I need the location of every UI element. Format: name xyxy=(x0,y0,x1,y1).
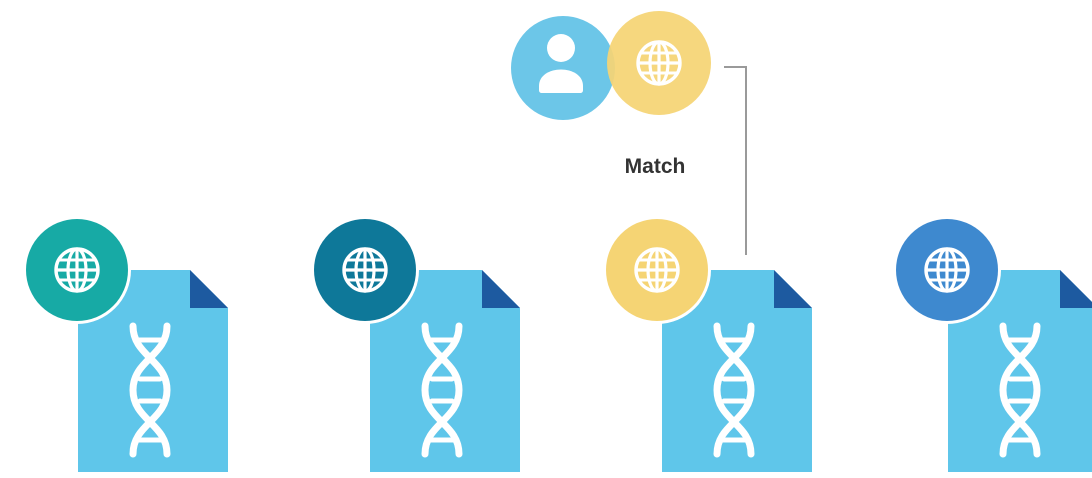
document-3-match xyxy=(603,216,812,472)
match-label: Match xyxy=(625,155,686,178)
document-4 xyxy=(893,216,1092,472)
document-1 xyxy=(23,216,228,472)
globe-icon xyxy=(607,11,711,115)
globe-icon xyxy=(603,216,711,324)
match-pair xyxy=(511,11,711,120)
document-2 xyxy=(311,216,520,472)
globe-icon xyxy=(311,216,419,324)
user-icon xyxy=(511,16,615,120)
match-connector-line xyxy=(724,66,747,255)
globe-icon xyxy=(23,216,131,324)
globe-icon xyxy=(893,216,1001,324)
